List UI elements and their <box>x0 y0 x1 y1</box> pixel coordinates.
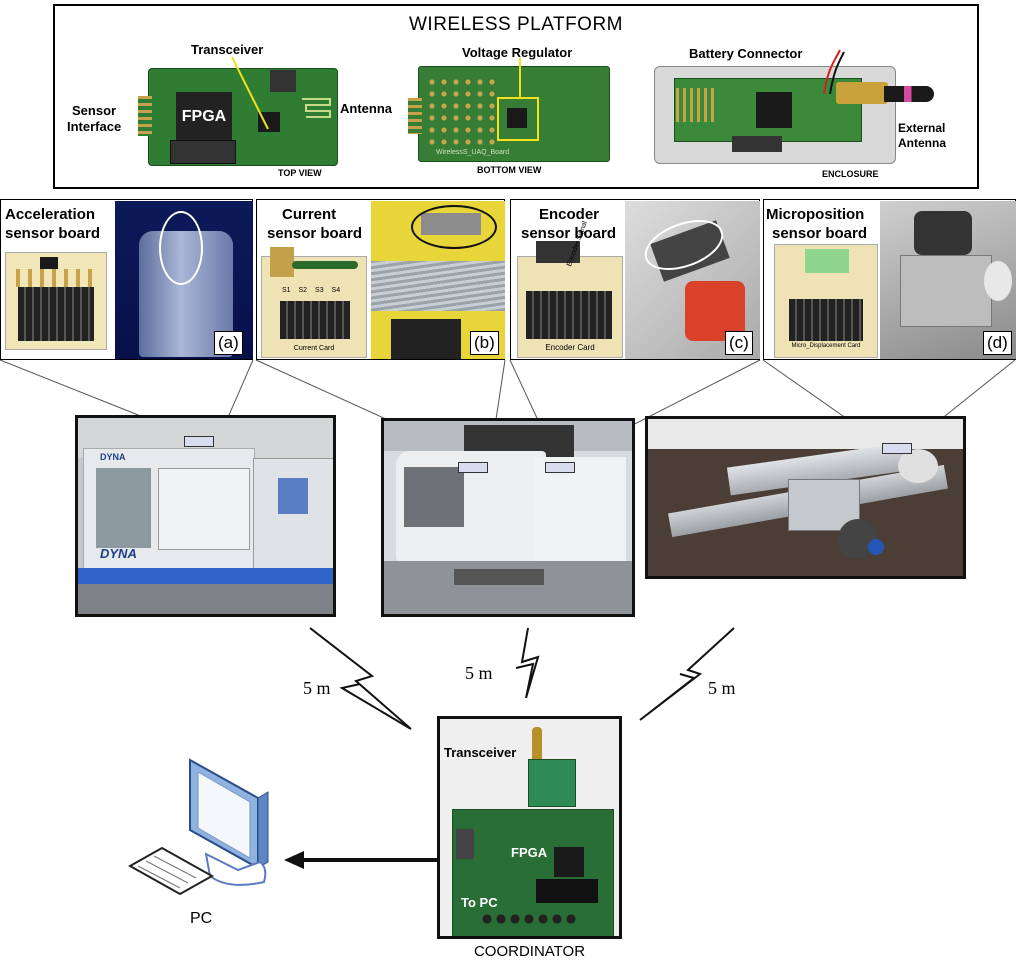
encoder-title-1: Encoder <box>539 206 600 223</box>
voltage-regulator-label: Voltage Regulator <box>462 45 573 60</box>
pin-s3: S3 <box>315 287 324 294</box>
sensor-interface-label-2: Interface <box>67 119 122 134</box>
voltage-regulator-box <box>497 97 539 141</box>
pin-s2: S2 <box>298 287 308 294</box>
bottom-view-caption: BOTTOM VIEW <box>477 165 542 175</box>
accel-title-2: sensor board <box>5 225 101 242</box>
sensor-card-c: Encoder Signal Encoder Card <box>510 199 760 360</box>
current-title-2: sensor board <box>267 225 363 242</box>
current-sensor-photo <box>371 201 505 359</box>
dyna-logo-bottom: DYNA <box>100 546 137 561</box>
coordinator-caption: COORDINATOR <box>473 943 586 960</box>
current-pin-labels: S1 S2 S3 S4 <box>282 287 340 294</box>
antenna-trace <box>302 98 331 118</box>
coordinator-topc-label: To PC <box>461 895 498 910</box>
fpga-chip-label: FPGA <box>181 108 227 125</box>
tag-d: (d) <box>983 331 1012 355</box>
microposition-board-photo: Micro_Displacement Card <box>774 244 878 358</box>
accel-board-photo <box>5 252 107 350</box>
micro-card-text: Micro_Displacement Card <box>791 343 861 349</box>
fpga-chip <box>176 92 232 142</box>
sensor-card-b: S1 S2 S3 S4 Current Card <box>256 199 505 360</box>
accel-title-1: Acceleration <box>5 206 96 223</box>
transceiver-label: Transceiver <box>191 42 264 57</box>
sensor-marker-d <box>882 443 912 454</box>
lathe-frame <box>381 418 635 617</box>
tag-b: (b) <box>470 331 499 355</box>
lightning-right <box>639 627 735 721</box>
sensor-marker-c <box>545 462 575 473</box>
micro-stage-photo <box>880 201 1016 359</box>
lightning-center <box>515 627 540 699</box>
transceiver-pointer <box>231 56 269 130</box>
tag-a: (a) <box>214 331 243 355</box>
enclosure-caption: ENCLOSURE <box>822 169 879 179</box>
antenna-label: Antenna <box>340 101 392 116</box>
coordinator-fpga-label: FPGA <box>511 845 548 860</box>
micro-title-1: Microposition <box>766 206 865 223</box>
sensor-interface-label-1: Sensor <box>72 103 117 118</box>
pc-icon <box>128 758 269 896</box>
sensor-card-d: Micro_Displacement Card <box>763 199 1016 360</box>
encoder-board-photo: Encoder Signal Encoder Card <box>517 220 623 358</box>
external-antenna <box>884 86 934 102</box>
current-title-1: Current <box>282 206 337 223</box>
distance-label-left: 5 m <box>303 678 331 698</box>
tag-c: (c) <box>725 331 753 355</box>
highlight-ellipse-b <box>411 205 497 249</box>
coordinator-transceiver-label: Transceiver <box>444 745 517 760</box>
top-view-caption: TOP VIEW <box>278 168 322 178</box>
pin-s1: S1 <box>282 287 291 294</box>
distance-label-center: 5 m <box>465 663 493 683</box>
board-silk-text: WirelessS_UAQ_Board <box>436 149 510 156</box>
highlight-ellipse-a <box>159 211 203 285</box>
coordinator-antenna <box>532 727 542 769</box>
external-antenna-label-2: Antenna <box>898 136 946 150</box>
external-antenna-label-1: External <box>898 121 946 135</box>
lightning-left <box>309 627 412 730</box>
platform-title: WIRELESS PLATFORM <box>408 14 623 35</box>
dyna-logo-top: DYNA <box>100 452 126 462</box>
distance-label-right: 5 m <box>708 678 736 698</box>
sensor-marker-b <box>458 462 488 473</box>
current-card-text: Current Card <box>293 345 335 352</box>
pin-s4: S4 <box>331 287 341 294</box>
current-board-photo: S1 S2 S3 S4 Current Card <box>261 247 367 358</box>
pc-label: PC <box>190 910 213 927</box>
micro-title-2: sensor board <box>772 225 868 242</box>
to-pc-arrow <box>284 851 440 869</box>
coordinator-frame <box>437 716 622 939</box>
sensor-marker-a <box>184 436 214 447</box>
battery-connector-label: Battery Connector <box>689 46 803 61</box>
encoder-card-text: Encoder Card <box>545 343 595 352</box>
encoder-title-2: sensor board <box>521 225 617 242</box>
